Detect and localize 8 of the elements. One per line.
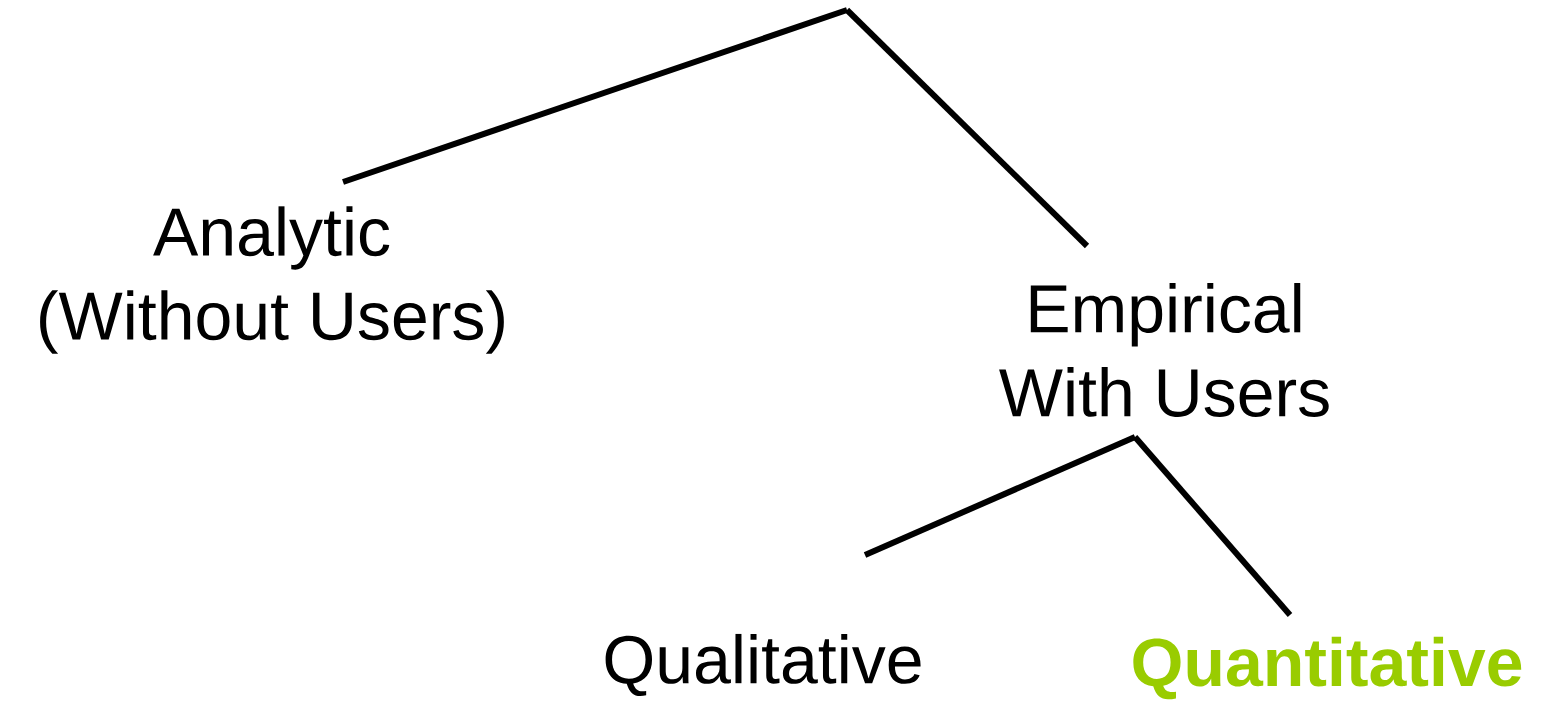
category-label: Qualitative [605, 633, 921, 697]
tree-line [863, 434, 1137, 558]
category-label: Quantitative [1133, 636, 1522, 700]
tree-line [844, 7, 1090, 249]
category-label: Analytic (Without Users) [40, 206, 504, 354]
category-label: Empirical With Users [999, 283, 1329, 417]
tree-line [1132, 435, 1293, 617]
tree-line [342, 7, 848, 185]
